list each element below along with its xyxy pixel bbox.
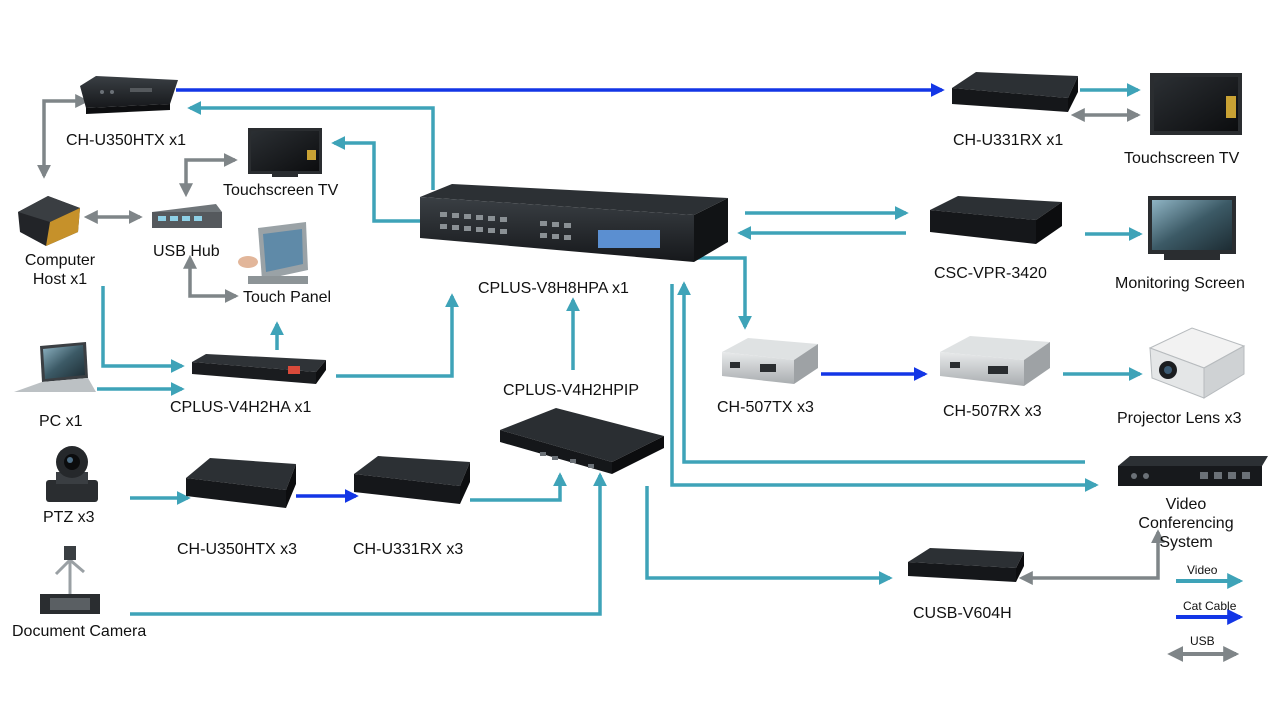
- label-v4h2hpip: CPLUS-V4H2HPIP: [503, 382, 640, 399]
- usb-htx-top-to-host: [37, 94, 90, 179]
- label-csc: CSC-VPR-3420: [934, 265, 1047, 282]
- label-computer-host: Computer Host x1: [24, 252, 96, 288]
- video-matrix-to-507tx: [690, 256, 752, 330]
- video-matrix-to-htx-top: [187, 101, 435, 190]
- label-projector: Projector Lens x3: [1117, 410, 1242, 427]
- label-cusb: CUSB-V604H: [913, 605, 1012, 622]
- legend: [1167, 573, 1244, 662]
- connections: [37, 83, 1165, 616]
- legend-video-label: Video: [1187, 563, 1218, 577]
- label-rx-x3: CH-U331RX x3: [353, 541, 464, 558]
- label-rx-top: CH-U331RX x1: [953, 132, 1064, 149]
- cusb-device: [908, 548, 1024, 582]
- video-host-to-v4h2ha: [101, 286, 185, 373]
- video-matrix-to-videoconf: [670, 284, 1099, 492]
- label-ptz: PTZ x3: [43, 509, 95, 526]
- label-video-conferencing: Video Conferencing System: [1138, 496, 1234, 551]
- label-monitoring: Monitoring Screen: [1115, 275, 1245, 292]
- v4h2ha-device: [192, 354, 326, 384]
- ch507tx-device: [722, 338, 818, 384]
- legend-cat-label: Cat Cable: [1183, 599, 1237, 613]
- usb-hub-to-touchscreen-left: [179, 153, 238, 198]
- htx-top-device: [80, 76, 178, 114]
- video-pip-to-cusb: [645, 486, 893, 585]
- label-htx-x3: CH-U350HTX x3: [177, 541, 298, 558]
- v4h2hpip-device: [500, 408, 664, 474]
- computer-host-device: [18, 196, 80, 246]
- video-conferencing-device: [1118, 456, 1268, 486]
- label-touch-panel: Touch Panel: [243, 289, 332, 306]
- label-doc-camera: Document Camera: [12, 623, 147, 640]
- video-doccam-to-pip: [130, 472, 607, 616]
- label-ch507tx: CH-507TX x3: [717, 399, 814, 416]
- projector-device: [1148, 327, 1246, 399]
- video-videoconf-to-matrix: [677, 281, 1085, 464]
- video-rx3-to-pip: [470, 472, 567, 502]
- label-touchscreen-tv-right: Touchscreen TV: [1124, 150, 1240, 167]
- label-htx-top: CH-U350HTX x1: [66, 132, 187, 149]
- matrix-switch-device: [420, 184, 728, 262]
- label-touchscreen-tv-left: Touchscreen TV: [223, 182, 339, 199]
- usb-hub-device: [152, 204, 222, 228]
- video-v4h2ha-to-matrix: [336, 293, 459, 378]
- usb-hub-to-touchpanel: [183, 254, 239, 303]
- ch507rx-device: [940, 336, 1050, 386]
- touchscreen-tv-left: [248, 128, 322, 177]
- touchscreen-tv-right: [1150, 73, 1242, 135]
- ptz-camera-device: [46, 446, 98, 502]
- legend-usb-label: USB: [1190, 634, 1215, 648]
- rx-x3-device: [354, 456, 470, 504]
- label-ch507rx: CH-507RX x3: [943, 403, 1042, 420]
- htx-x3-device: [186, 458, 296, 508]
- label-matrix: CPLUS-V8H8HPA x1: [478, 280, 629, 297]
- label-pc: PC x1: [39, 413, 83, 430]
- document-camera-device: [40, 546, 100, 614]
- rx-top-device: [952, 72, 1078, 112]
- usb-cusb-to-videoconf: [1018, 529, 1165, 585]
- monitoring-screen-device: [1148, 196, 1236, 260]
- label-v4h2ha: CPLUS-V4H2HA x1: [170, 399, 312, 416]
- video-matrix-to-touchscreen-left: [331, 136, 422, 223]
- pc-laptop-device: [14, 342, 96, 392]
- csc-vpr-device: [930, 196, 1062, 244]
- touch-panel-device: [238, 222, 308, 284]
- label-usb-hub: USB Hub: [153, 243, 220, 260]
